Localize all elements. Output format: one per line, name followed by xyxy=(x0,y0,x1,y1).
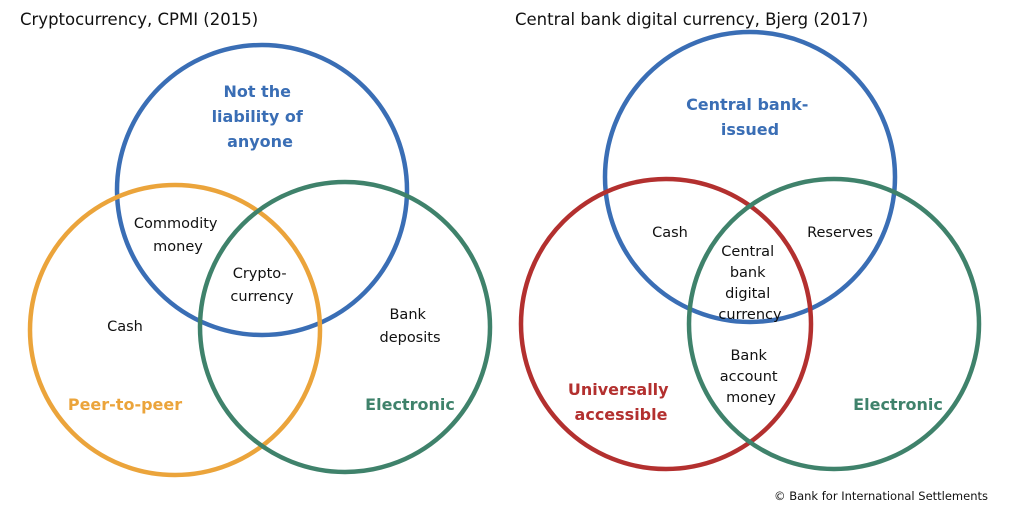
left-region-bank-deposits: Bank deposits xyxy=(379,307,440,346)
copyright-credit: © Bank for International Settlements xyxy=(774,489,988,503)
right-circle-central-bank-issued xyxy=(602,29,898,325)
left-diagram-title: Cryptocurrency, CPMI (2015) xyxy=(20,10,258,29)
left-circle-not-liability xyxy=(114,42,410,338)
right-label-universally-accessible: Universally accessible xyxy=(568,380,674,424)
right-circle-electronic xyxy=(686,176,982,472)
left-label-electronic: Electronic xyxy=(365,395,455,414)
left-label-peer-to-peer: Peer-to-peer xyxy=(68,395,182,414)
right-region-cbdc: Central bank digital currency xyxy=(718,244,782,323)
right-region-bank-account-money: Bank account money xyxy=(720,348,782,406)
right-diagram-title: Central bank digital currency, Bjerg (20… xyxy=(515,10,868,29)
right-label-electronic: Electronic xyxy=(853,395,943,414)
right-label-central-bank-issued: Central bank- issued xyxy=(686,95,814,139)
right-region-reserves: Reserves xyxy=(807,225,873,241)
left-region-cryptocurrency: Crypto- currency xyxy=(230,266,294,305)
left-circle-peer-to-peer xyxy=(27,182,323,478)
left-circle-electronic xyxy=(197,179,493,475)
right-circle-universally-accessible xyxy=(518,176,814,472)
left-label-not-liability: Not the liability of anyone xyxy=(212,82,309,151)
left-region-commodity-money: Commodity money xyxy=(134,216,222,255)
right-region-cash: Cash xyxy=(652,225,688,241)
right-venn-diagram: Central bank digital currency, Bjerg (20… xyxy=(515,10,982,472)
left-region-cash: Cash xyxy=(107,319,143,335)
left-venn-diagram: Cryptocurrency, CPMI (2015) Not the liab… xyxy=(20,10,493,478)
